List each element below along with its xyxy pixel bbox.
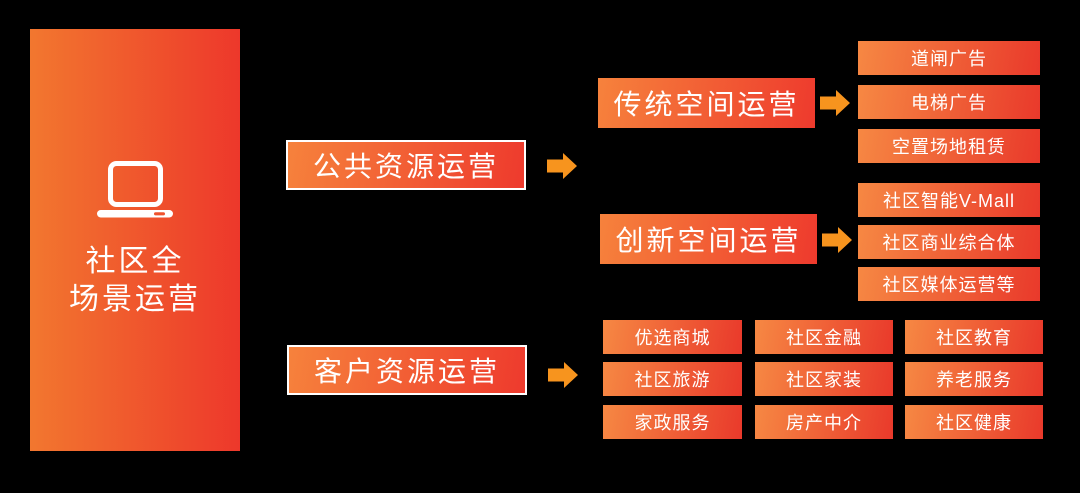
node-label: 客户资源运营 [313,356,500,387]
leaf-label: 社区旅游 [634,370,711,390]
leaf-label: 房产中介 [786,413,862,433]
arrow-right-icon [547,153,577,179]
node-traditional-space-operations: 传统空间运营 [598,78,815,128]
leaf-community-commercial-complex: 社区商业综合体 [858,225,1040,259]
node-label: 传统空间运营 [613,89,800,120]
root-title-line2: 场景运营 [69,283,201,316]
leaf-vacant-site-rental: 空置场地租赁 [858,129,1040,163]
root-title: 社区全 场景运营 [69,243,201,319]
leaf-label: 优选商城 [634,328,711,348]
leaf-preferred-mall: 优选商城 [603,320,742,354]
node-innovative-space-operations: 创新空间运营 [600,214,817,264]
node-label: 公共资源运营 [312,151,499,182]
leaf-community-travel: 社区旅游 [603,362,742,396]
arrow-right-icon [822,227,852,253]
leaf-elderly-care-services: 养老服务 [905,362,1043,396]
leaf-label: 社区智能V-Mall [882,191,1015,211]
leaf-community-finance: 社区金融 [755,320,893,354]
arrow-right-icon [820,90,850,116]
leaf-label: 社区健康 [936,413,1012,433]
node-label: 创新空间运营 [615,225,802,256]
leaf-community-health: 社区健康 [905,405,1043,439]
node-customer-resource-operations: 客户资源运营 [287,345,527,395]
leaf-community-smart-vmall: 社区智能V-Mall [858,183,1040,217]
leaf-community-education: 社区教育 [905,320,1043,354]
leaf-real-estate-agency: 房产中介 [755,405,893,439]
node-community-full-scene-operations: 社区全 场景运营 [30,29,240,451]
laptop-icon [97,161,173,218]
leaf-label: 社区教育 [936,328,1012,348]
arrow-right-icon [548,362,578,388]
leaf-gate-advertising: 道闸广告 [858,41,1040,75]
leaf-label: 社区家装 [786,370,862,390]
leaf-community-media-operations: 社区媒体运营等 [858,267,1040,301]
leaf-housekeeping-services: 家政服务 [603,405,742,439]
leaf-community-home-decoration: 社区家装 [755,362,893,396]
leaf-label: 道闸广告 [911,49,987,69]
leaf-elevator-advertising: 电梯广告 [858,85,1040,119]
root-title-line1: 社区全 [85,245,185,278]
leaf-label: 空置场地租赁 [892,137,1006,157]
leaf-label: 社区媒体运营等 [882,275,1016,295]
leaf-label: 社区商业综合体 [882,233,1016,253]
leaf-label: 电梯广告 [911,93,987,113]
leaf-label: 社区金融 [786,328,862,348]
node-public-resource-operations: 公共资源运营 [286,140,526,190]
leaf-label: 家政服务 [634,413,711,433]
leaf-label: 养老服务 [936,370,1012,390]
